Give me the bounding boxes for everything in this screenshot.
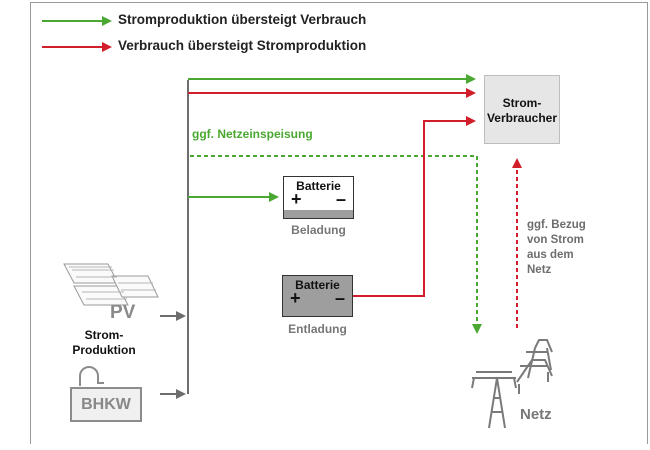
production-label: Strom- Produktion xyxy=(72,328,136,357)
battery-discharge-caption: Entladung xyxy=(288,322,347,336)
grid-draw-label: ggf. Bezug von Strom aus dem Netz xyxy=(527,219,586,276)
consumer-box: Strom- Verbraucher xyxy=(484,75,560,144)
battery-charge-minus: – xyxy=(335,189,346,209)
battery-charge-plus: + xyxy=(291,189,302,209)
diagram-frame xyxy=(30,2,648,444)
grid-label: Netz xyxy=(520,406,552,423)
chp-box: BHKW xyxy=(70,387,142,422)
battery-discharge-title: Batterie xyxy=(295,278,340,292)
discharge-arrow xyxy=(350,116,476,297)
battery-discharge-minus: – xyxy=(334,288,345,308)
solar-panel-icon xyxy=(63,263,159,306)
legend-green-label: Stromproduktion übersteigt Verbrauch xyxy=(118,12,367,27)
feed-in-label: ggf. Netzeinspeisung xyxy=(192,127,313,141)
chp-label: BHKW xyxy=(81,396,131,413)
battery-discharge-plus: + xyxy=(290,288,301,308)
pv-label: PV xyxy=(110,302,136,323)
battery-discharge-box: Batterie + – xyxy=(282,275,353,317)
legend-red-label: Verbrauch übersteigt Stromproduktion xyxy=(118,38,367,53)
feed-in-dashed-arrow xyxy=(190,155,482,334)
battery-charge-title: Batterie xyxy=(296,179,341,193)
chp-unit-icon xyxy=(79,366,104,386)
battery-charge-box: Batterie + – xyxy=(283,176,354,219)
battery-charge-caption: Beladung xyxy=(291,223,346,237)
battery-charge-level xyxy=(284,210,353,218)
power-pylon-icon xyxy=(471,339,553,429)
consumer-label: Strom- Verbraucher xyxy=(486,96,558,125)
